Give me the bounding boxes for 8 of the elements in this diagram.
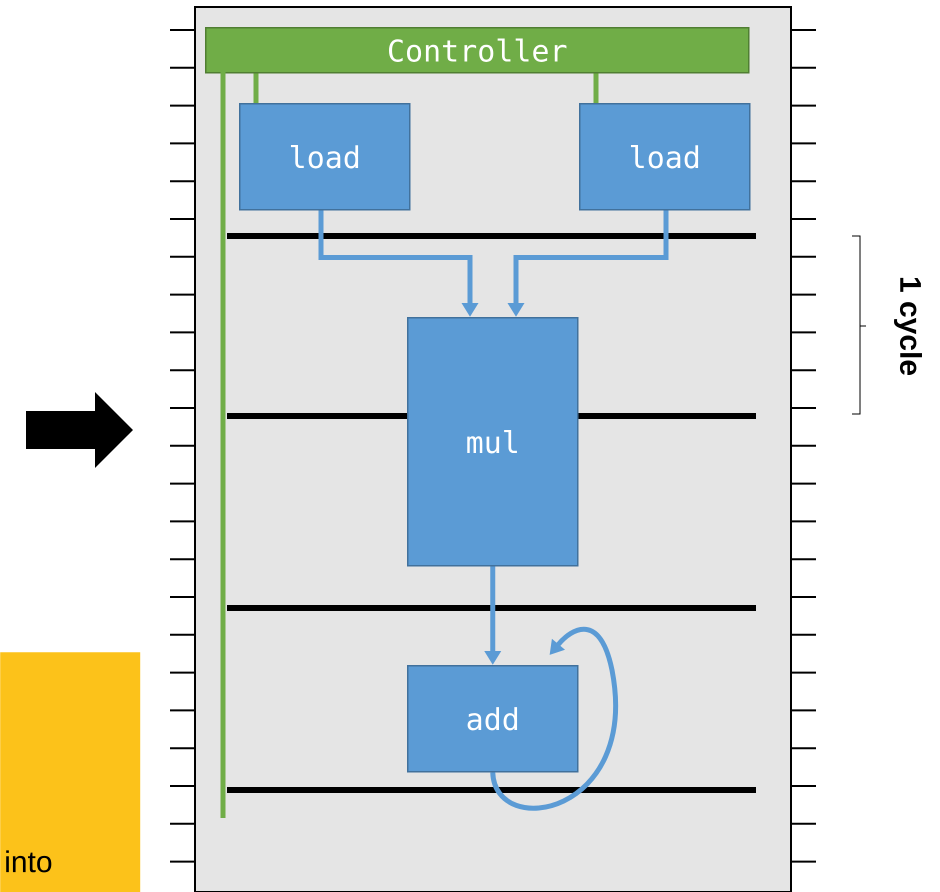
slide-panel: into: [0, 652, 140, 892]
controller-bar: Controller: [205, 27, 750, 74]
unit-box: mul: [407, 317, 578, 566]
unit-box: load: [579, 103, 750, 210]
unit-box: add: [407, 665, 578, 772]
cycle-label: 1 cycle: [894, 278, 922, 375]
arrow: [490, 626, 618, 811]
unit-box: load: [239, 103, 410, 210]
